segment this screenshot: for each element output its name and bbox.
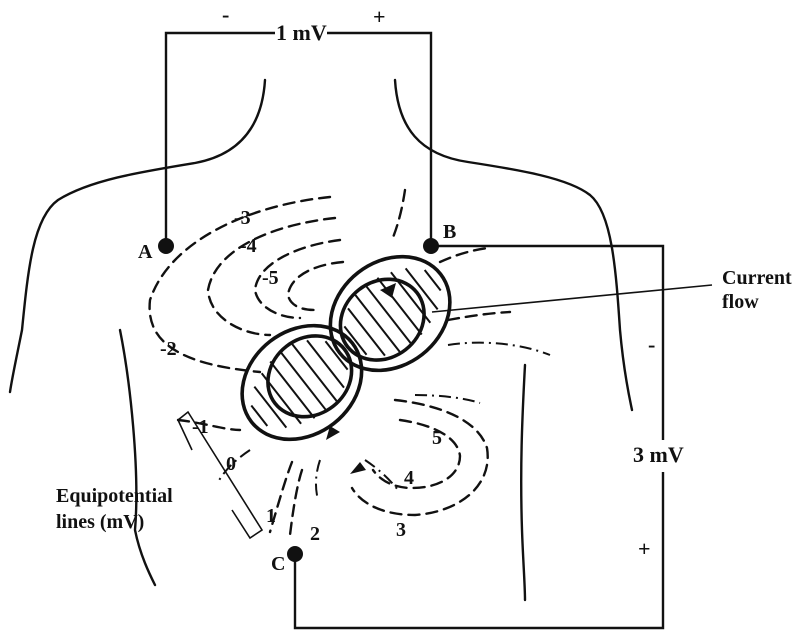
level-minus-3: -3 [234,207,251,229]
current-flow-label-line1: Current [722,267,792,289]
electrode-b-label: B [443,221,456,243]
electrode-b [423,238,439,254]
electrode-c [287,546,303,562]
level-1: 1 [266,505,276,527]
equipotential-label-line2: lines (mV) [56,511,144,533]
electrode-a-label: A [138,241,153,263]
level-minus-1: -1 [192,416,209,438]
level-0: 0 [226,453,236,475]
electrode-c-label: C [271,553,285,575]
level-2: 2 [310,523,320,545]
equipotential-label-line1: Equipotential [56,485,173,507]
dipole-field-lines [218,343,550,500]
level-minus-2: -2 [160,338,177,360]
top-meter-value: 1 mV [276,20,327,45]
right-meter-minus: - [648,332,655,357]
level-3: 3 [396,519,406,541]
current-flow-label-line2: flow [722,291,759,313]
right-meter-plus: + [638,536,651,561]
top-meter-minus: - [222,2,229,27]
electrode-a [158,238,174,254]
lead-wires [166,33,663,628]
right-meter-value: 3 mV [633,442,684,467]
top-meter-plus: + [373,4,386,29]
positive-equipotential-lines [178,400,488,535]
level-minus-5: -5 [262,267,279,289]
level-minus-4: -4 [240,235,257,257]
level-4: 4 [404,467,414,489]
level-5: 5 [432,427,442,449]
